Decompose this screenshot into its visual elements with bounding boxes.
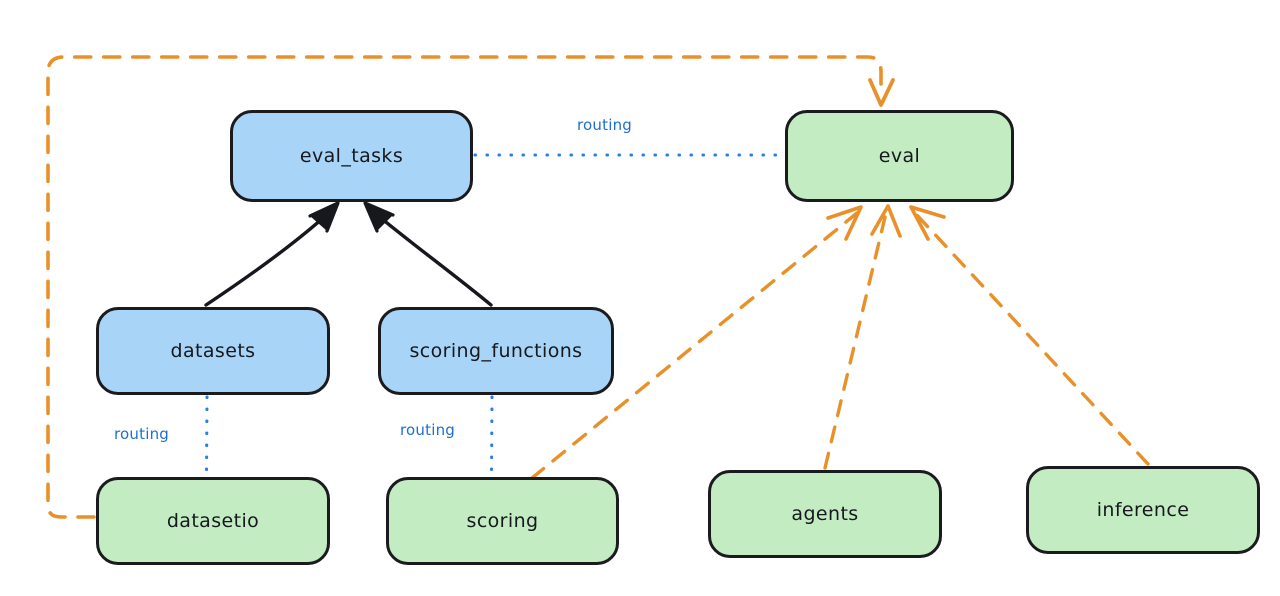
edge-label-routing-datasets-datasetio: routing	[114, 425, 169, 443]
node-label-eval_tasks: eval_tasks	[299, 145, 404, 167]
node-label-scoring: scoring	[466, 510, 539, 532]
node-label-eval: eval	[878, 145, 921, 167]
edge-label-routing-eval_tasks-eval: routing	[577, 116, 632, 134]
node-datasets[interactable]: datasets	[96, 307, 330, 395]
edge-agents-to-eval	[823, 204, 902, 470]
edge-inference-to-eval	[909, 205, 1150, 466]
edge-label-routing-scoring_functions-scoring: routing	[400, 421, 455, 439]
node-agents[interactable]: agents	[708, 470, 942, 558]
node-scoring[interactable]: scoring	[386, 477, 619, 565]
node-label-datasetio: datasetio	[166, 510, 260, 532]
edge-scoring_functions-to-scoring	[489, 395, 494, 477]
node-datasetio[interactable]: datasetio	[96, 477, 330, 565]
edge-scoring_functions-to-eval_tasks	[363, 201, 493, 307]
node-label-datasets: datasets	[170, 340, 256, 362]
node-eval_tasks[interactable]: eval_tasks	[230, 110, 473, 202]
edge-datasets-to-eval_tasks	[204, 201, 340, 307]
edge-datasetio-to-eval	[46, 55, 895, 519]
node-label-inference: inference	[1096, 499, 1190, 521]
node-eval[interactable]: eval	[785, 110, 1014, 202]
edge-datasets-to-datasetio	[204, 395, 209, 477]
node-label-scoring_functions: scoring_functions	[409, 340, 583, 362]
edge-scoring-to-eval	[530, 205, 863, 480]
node-label-agents: agents	[791, 503, 859, 525]
node-inference[interactable]: inference	[1026, 466, 1260, 554]
node-scoring_functions[interactable]: scoring_functions	[378, 307, 614, 395]
